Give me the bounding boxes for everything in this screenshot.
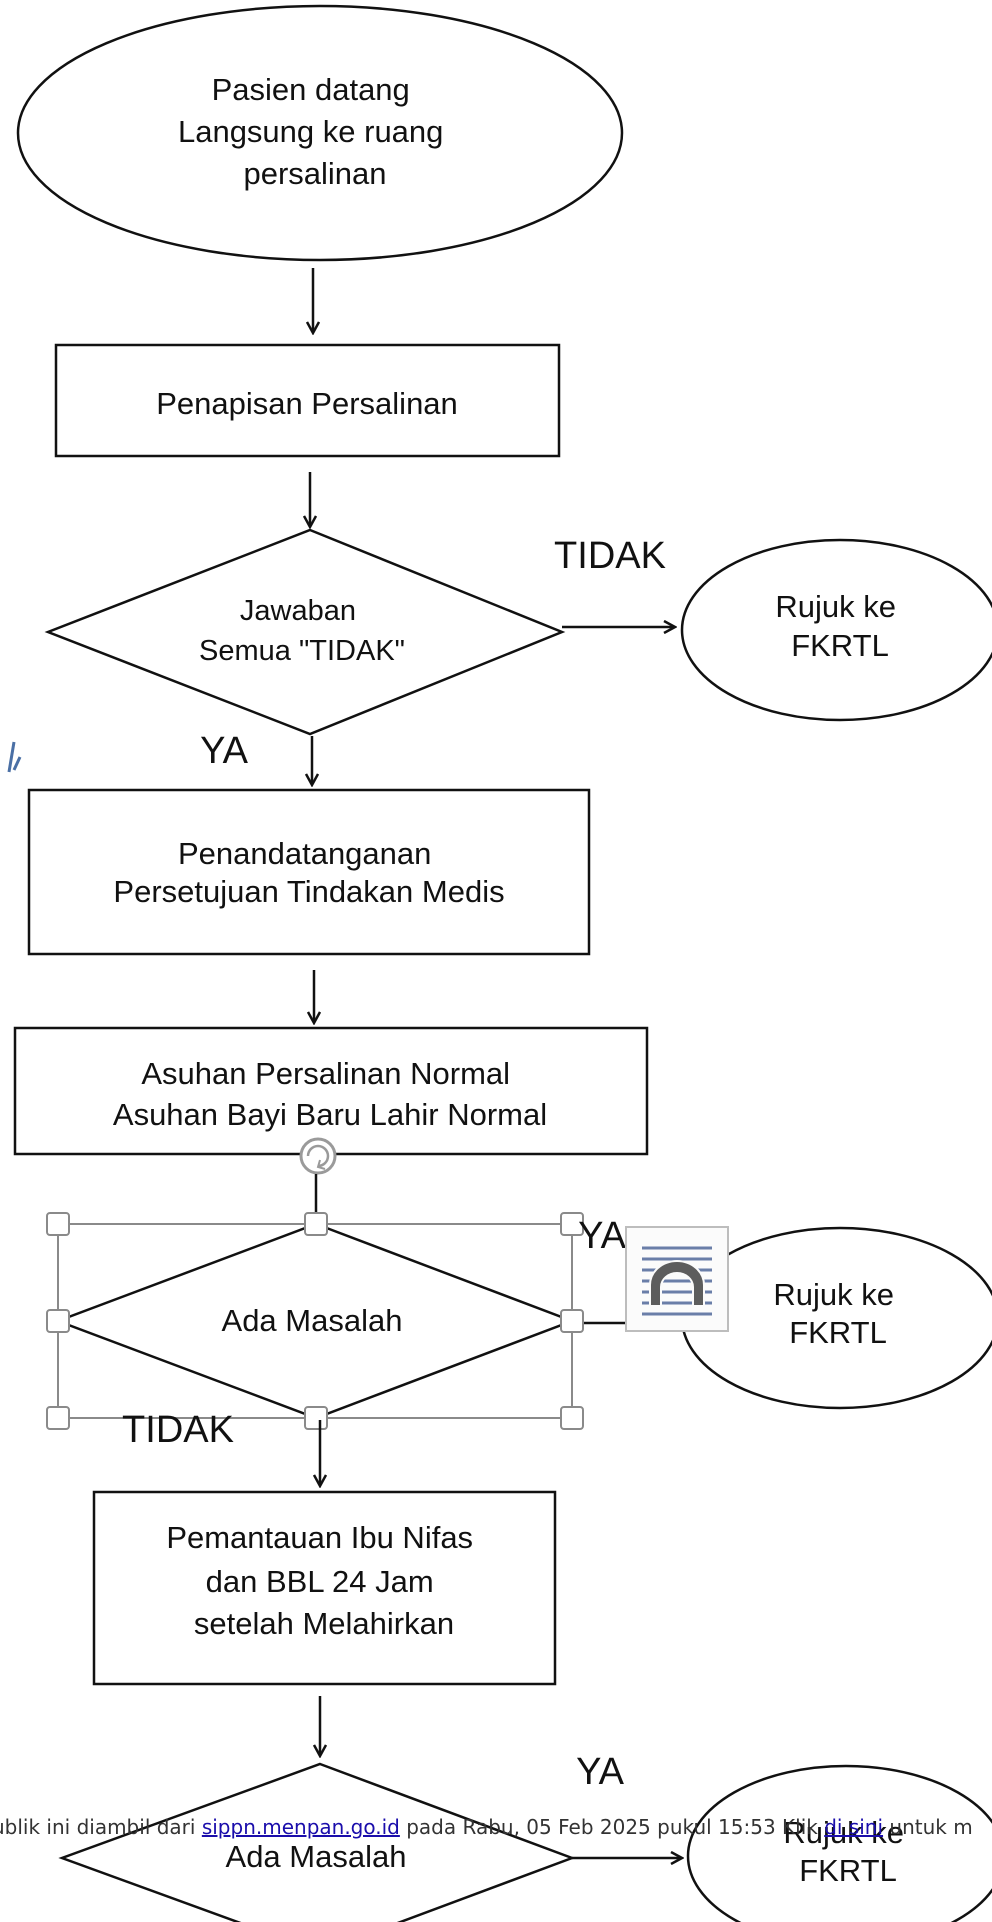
start-line-3: persalinan bbox=[243, 156, 386, 191]
consent-line-2: Persetujuan Tindakan Medis bbox=[113, 874, 504, 909]
decision3-label: Ada Masalah bbox=[226, 1839, 407, 1874]
screening-box: Penapisan Persalinan bbox=[54, 343, 561, 458]
refer1-line-1: Rujuk ke bbox=[775, 589, 896, 624]
refer2-line-1: Rujuk ke bbox=[773, 1277, 894, 1312]
click-here-link[interactable]: di sini bbox=[824, 1815, 884, 1839]
svg-text:Pasien datang Langsung k: Pasien datang Langsung ke ruang persalin… bbox=[178, 72, 452, 191]
decision1-line-2: Semua "TIDAK" bbox=[199, 635, 405, 667]
refer2-line-2: FKRTL bbox=[789, 1315, 887, 1350]
decision2-label: Ada Masalah bbox=[222, 1303, 403, 1338]
start-line-1: Pasien datang bbox=[212, 72, 410, 107]
svg-text:Jawaban Semua "TIDAK": Jawaban Semua "TIDAK" bbox=[199, 595, 405, 667]
refer3-line-1: Rujuk ke bbox=[783, 1815, 904, 1850]
consent-box: Penandatanganan Persetujuan Tindakan Med… bbox=[27, 788, 591, 956]
decision1-diamond: Jawaban Semua "TIDAK" bbox=[44, 528, 566, 736]
layout-options-icon[interactable] bbox=[625, 1226, 729, 1332]
monitoring-line-1: Pemantauan Ibu Nifas bbox=[166, 1520, 473, 1555]
source-site-link[interactable]: sippn.menpan.go.id bbox=[201, 1815, 400, 1839]
decision1-line-1: Jawaban bbox=[240, 595, 356, 627]
source-footer: ublik ini diambil dari sippn.menpan.go.i… bbox=[0, 1815, 992, 1843]
resize-handle-ne[interactable] bbox=[560, 1212, 584, 1236]
refer3-ellipse: Rujuk ke FKRTL bbox=[686, 1764, 992, 1922]
footer-middle: pada Rabu, 05 Feb 2025 pukul 15:53 Klik bbox=[399, 1815, 825, 1839]
consent-line-1: Penandatanganan bbox=[178, 836, 431, 871]
edge-label-d2-no: TIDAK bbox=[122, 1409, 234, 1451]
refer1-ellipse: Rujuk ke FKRTL bbox=[680, 538, 992, 722]
resize-handle-s[interactable] bbox=[304, 1406, 328, 1430]
monitoring-box: Pemantauan Ibu Nifas dan BBL 24 Jam sete… bbox=[92, 1490, 557, 1686]
resize-handle-e[interactable] bbox=[560, 1309, 584, 1333]
care-box: Asuhan Persalinan Normal Asuhan Bayi Bar… bbox=[13, 1026, 649, 1156]
svg-text:Rujuk ke FKRTL: Rujuk ke FKRTL bbox=[775, 589, 904, 663]
svg-text:Rujuk ke FKRTL: Rujuk ke FKRTL bbox=[773, 1277, 902, 1350]
resize-handle-nw[interactable] bbox=[46, 1212, 70, 1236]
resize-handle-n[interactable] bbox=[304, 1212, 328, 1236]
svg-text:Pemantauan Ibu Nifas dan: Pemantauan Ibu Nifas dan BBL 24 Jam sete… bbox=[166, 1520, 481, 1641]
refer1-line-2: FKRTL bbox=[791, 628, 889, 663]
refer2-ellipse: Rujuk ke FKRTL bbox=[680, 1226, 992, 1410]
monitoring-line-2: dan BBL 24 Jam bbox=[206, 1564, 434, 1599]
edge-label-d1-yes: YA bbox=[200, 730, 249, 772]
svg-text:Asuhan Persalinan Normal: Asuhan Persalinan Normal Asuhan Bayi Bar… bbox=[113, 1056, 547, 1132]
care-line-2: Asuhan Bayi Baru Lahir Normal bbox=[113, 1097, 547, 1132]
decision2-diamond: Ada Masalah bbox=[54, 1222, 576, 1420]
resize-handle-se[interactable] bbox=[560, 1406, 584, 1430]
decision3-diamond: Ada Masalah bbox=[58, 1762, 576, 1922]
screening-label: Penapisan Persalinan bbox=[156, 386, 458, 421]
resize-handle-sw[interactable] bbox=[46, 1406, 70, 1430]
footer-suffix: untuk m bbox=[883, 1815, 973, 1839]
resize-handle-w[interactable] bbox=[46, 1309, 70, 1333]
monitoring-line-3: setelah Melahirkan bbox=[194, 1606, 454, 1641]
edge-label-d3-yes: YA bbox=[576, 1751, 625, 1793]
rotate-handle-icon[interactable] bbox=[299, 1137, 337, 1175]
start-line-2: Langsung ke ruang bbox=[178, 114, 443, 149]
edge-label-d1-no: TIDAK bbox=[554, 535, 666, 577]
footer-prefix: ublik ini diambil dari bbox=[0, 1815, 202, 1839]
svg-text:Penandatanganan Persetuj: Penandatanganan Persetujuan Tindakan Med… bbox=[113, 836, 504, 909]
svg-text:Rujuk ke FKRTL: Rujuk ke FKRTL bbox=[783, 1815, 912, 1888]
selection-frame[interactable] bbox=[46, 1212, 584, 1430]
refer3-line-2: FKRTL bbox=[799, 1853, 897, 1888]
care-line-1: Asuhan Persalinan Normal bbox=[141, 1056, 510, 1091]
edge-label-d2-yes: YA bbox=[578, 1215, 627, 1257]
stray-mark bbox=[7, 741, 22, 773]
start-node: Pasien datang Langsung ke ruang persalin… bbox=[16, 4, 624, 262]
